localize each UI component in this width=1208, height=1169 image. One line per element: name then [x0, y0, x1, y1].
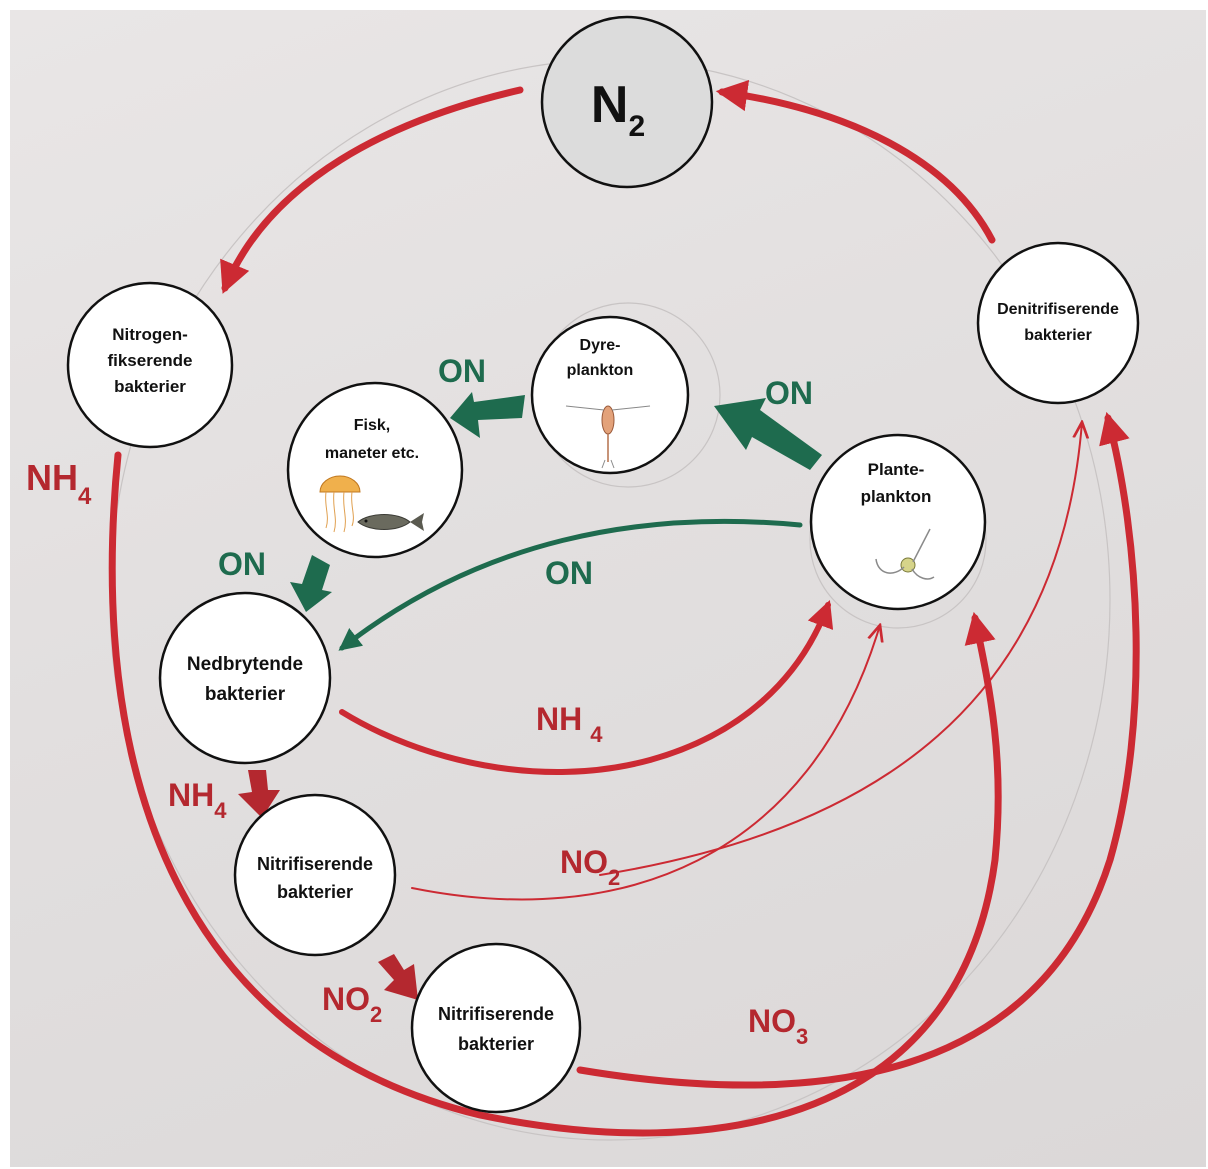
arrow-decomposers-to-nitrifying-1	[238, 770, 280, 818]
n2-label: N2	[591, 76, 645, 143]
node-nitrifying-bacteria-1: Nitrifiserende bakterier	[233, 793, 397, 957]
nitrogen-fixing-line-3: bakterier	[114, 377, 186, 396]
node-nitrogen-fixing-bacteria: Nitrogen- fikserende bakterier	[66, 281, 234, 449]
arrow-no3-to-denitrifying	[576, 411, 1140, 1089]
label-no3: NO3	[748, 1003, 808, 1049]
label-nh4-left: NH4	[26, 457, 92, 510]
jellyfish-icon	[319, 475, 361, 533]
arrow-nh4-decomposers-to-phytoplankton	[339, 599, 834, 775]
copepod-icon	[565, 405, 651, 469]
nitrifying-1-line-1: Nitrifiserende	[257, 854, 373, 874]
label-on-zoo-to-fish: ON	[438, 353, 486, 389]
label-on-phyto-to-zoo: ON	[765, 375, 813, 411]
green-flow-labels: ON ON ON ON	[218, 353, 813, 591]
arrow-nitrifying-1-to-nitrifying-2	[378, 954, 418, 1000]
node-denitrifying-bacteria: Denitrifiserende bakterier	[976, 241, 1140, 405]
label-on-fish-to-decomposers: ON	[218, 546, 266, 582]
nitrogen-fixing-line-1: Nitrogen-	[112, 325, 188, 344]
denitrifying-line-2: bakterier	[1024, 327, 1092, 344]
denitrifying-line-1: Denitrifiserende	[997, 301, 1119, 318]
decomposers-line-1: Nedbrytende	[187, 654, 303, 675]
fish-line-2: maneter etc.	[325, 445, 419, 462]
label-nh4-decomposers-to-nitrifying: NH4	[168, 777, 227, 823]
arrow-zooplankton-to-fish	[450, 392, 525, 438]
decomposers-line-2: bakterier	[205, 684, 286, 705]
nitrogen-fixing-line-2: fikserende	[107, 351, 192, 370]
paper-background	[10, 10, 1206, 1167]
phytoplankton-line-1: Plante-	[868, 460, 925, 479]
phytoplankton-line-2: plankton	[861, 487, 932, 506]
label-on-phyto-to-decomposers: ON	[545, 555, 593, 591]
node-phytoplankton: Plante- plankton	[809, 433, 987, 611]
zooplankton-line-1: Dyre-	[580, 337, 621, 354]
arrow-denitrifying-to-n2	[715, 79, 996, 244]
node-zooplankton: Dyre- plankton	[530, 315, 690, 475]
arrow-no2-to-denitrifying	[599, 422, 1082, 876]
arrow-phytoplankton-to-zooplankton	[714, 398, 822, 470]
zooplankton-line-2: plankton	[567, 362, 634, 379]
arrow-phytoplankton-to-decomposers	[338, 518, 803, 651]
diatom-icon	[875, 528, 935, 580]
node-decomposer-bacteria: Nedbrytende bakterier	[158, 591, 332, 765]
nitrifying-2-line-1: Nitrifiserende	[438, 1004, 554, 1024]
arrow-no2-to-phytoplankton	[411, 625, 880, 901]
node-nitrifying-bacteria-2: Nitrifiserende bakterier	[410, 942, 582, 1114]
node-fish-jellyfish: Fisk, maneter etc.	[286, 381, 464, 559]
node-n2: N2	[540, 15, 714, 189]
arrow-n2-to-nitrogen-fixing	[220, 86, 524, 294]
red-block-arrows	[238, 770, 418, 1000]
fish-icon	[357, 513, 424, 531]
red-flows	[108, 79, 1140, 1137]
label-no2-middle: NO2	[560, 844, 620, 890]
fish-line-1: Fisk,	[354, 417, 390, 434]
arrow-nh4-outer-to-phytoplankton	[108, 451, 1002, 1137]
label-no2-nitrifying-1-to-2: NO2	[322, 981, 382, 1027]
nitrifying-2-line-2: bakterier	[458, 1034, 534, 1054]
green-flows	[290, 392, 822, 651]
arrow-fish-to-decomposers	[290, 555, 332, 612]
nitrifying-1-line-2: bakterier	[277, 882, 353, 902]
